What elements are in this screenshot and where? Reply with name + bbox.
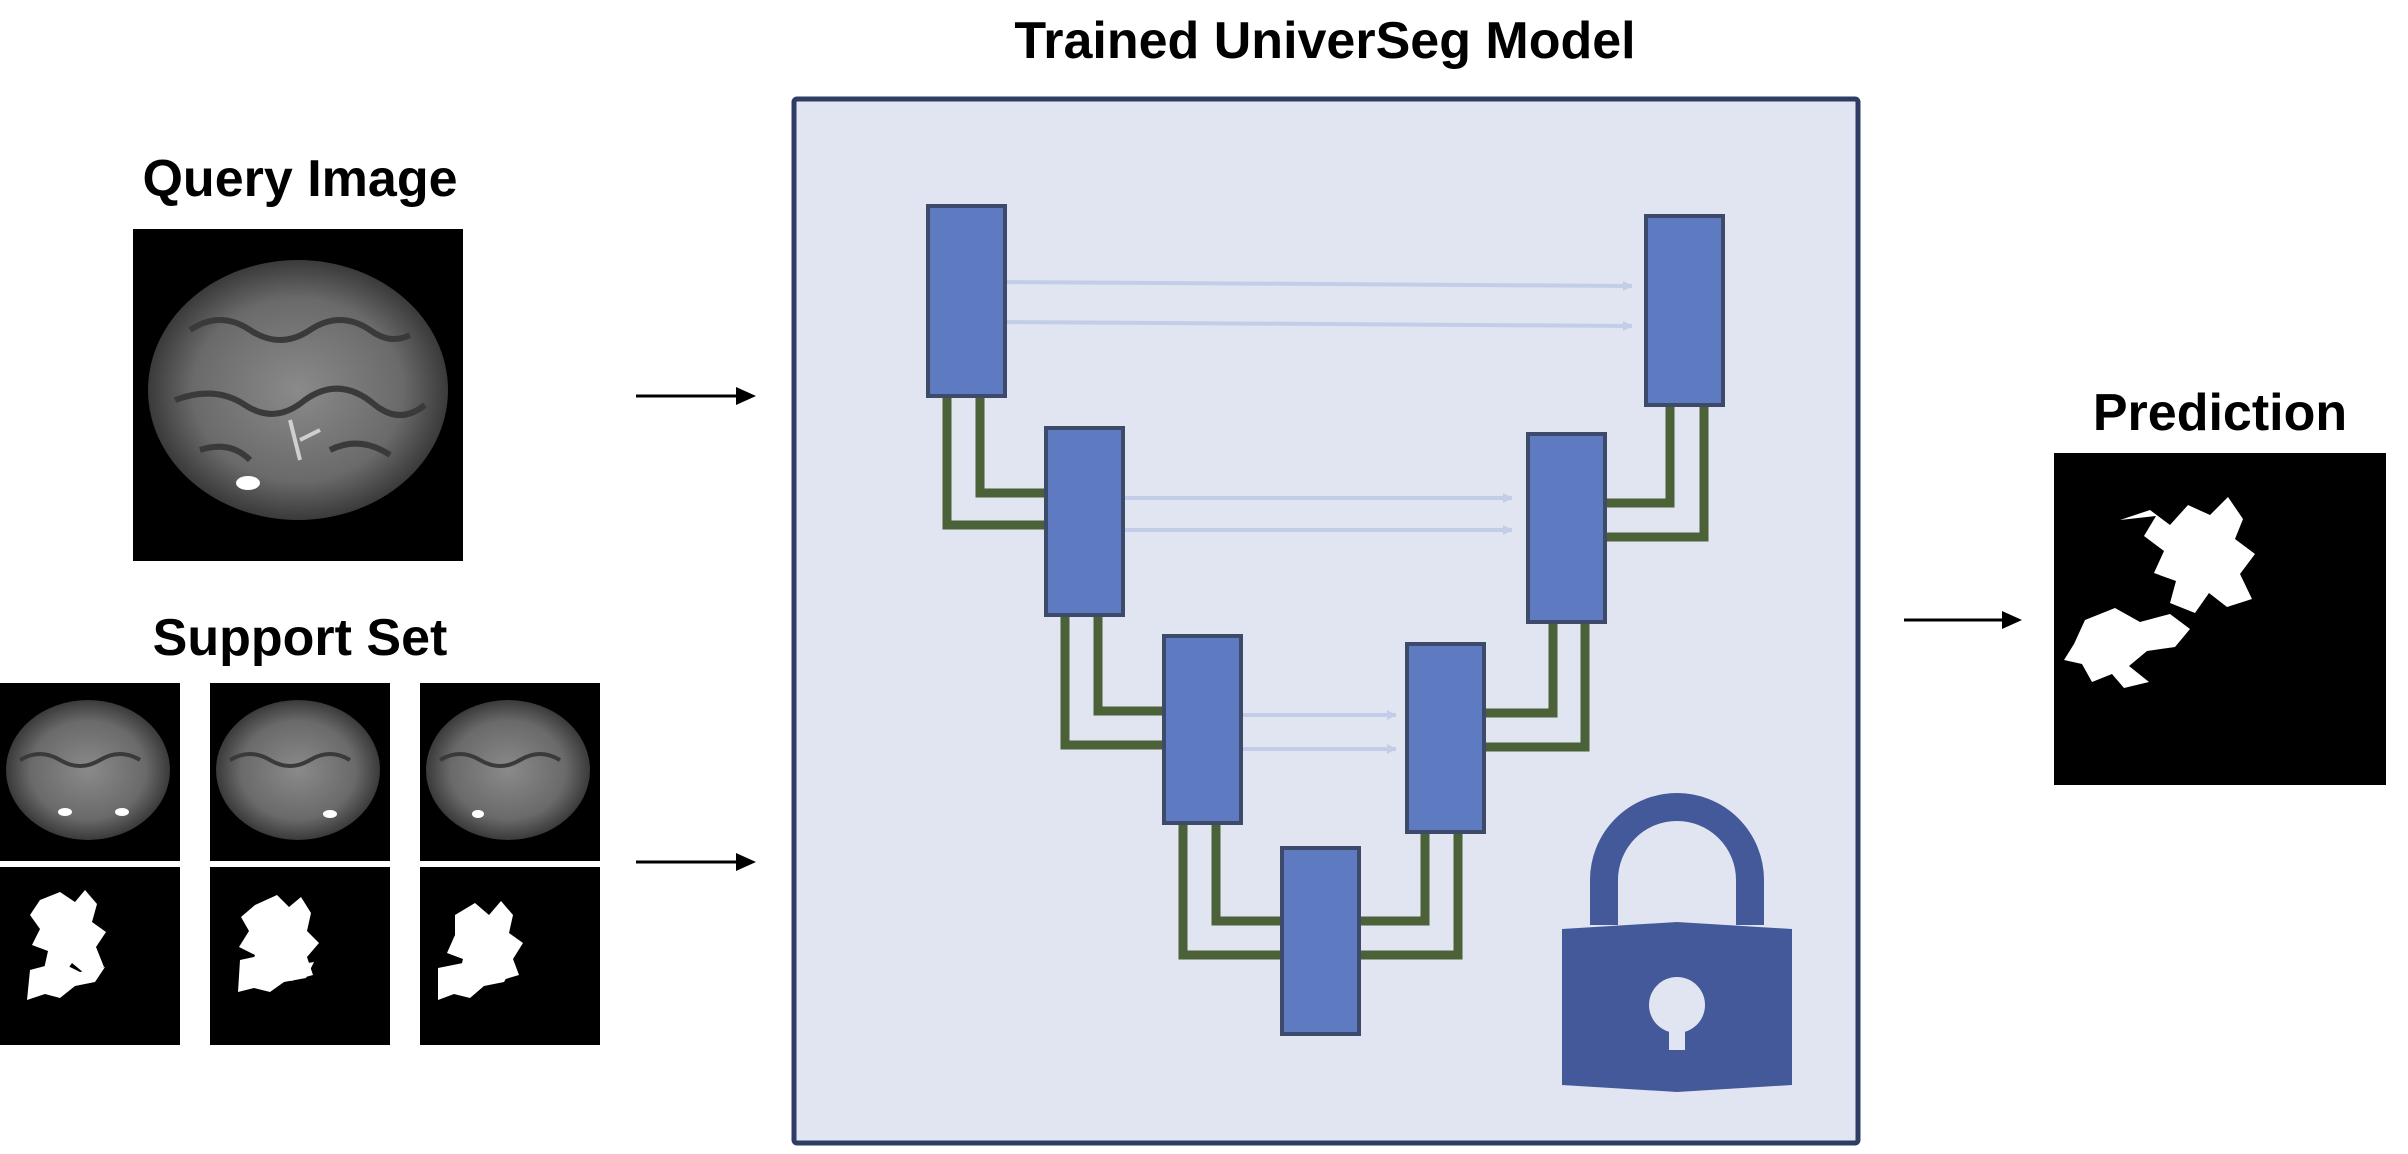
support-mask-1: [0, 867, 180, 1045]
right-arrow-icon: [1904, 611, 2022, 629]
encoder-block-3: [1162, 634, 1243, 825]
unet-connectors: [942, 395, 1709, 960]
decoder-block-3: [1405, 642, 1486, 834]
decoder-block-2: [1526, 432, 1607, 624]
right-arrow-icon: [636, 853, 756, 871]
support-set: [0, 683, 600, 1045]
right-arrow-icon: [636, 387, 756, 405]
query-image: [133, 229, 463, 561]
support-mask-3: [420, 867, 600, 1045]
support-image-1: [0, 683, 180, 861]
lock-icon: [1562, 793, 1792, 1092]
prediction-mask: [2054, 453, 2386, 785]
unet-blocks: [926, 204, 1725, 1036]
model-title: Trained UniverSeg Model: [1014, 12, 1635, 70]
prediction-label: Prediction: [2093, 384, 2347, 442]
encoder-block-1: [926, 204, 1007, 398]
support-set-label: Support Set: [153, 609, 448, 667]
support-mask-2: [210, 867, 390, 1045]
support-image-2: [210, 683, 390, 861]
bottleneck-block: [1280, 846, 1361, 1036]
query-image-label: Query Image: [142, 150, 457, 208]
decoder-block-1: [1644, 214, 1725, 407]
encoder-block-2: [1044, 426, 1125, 617]
support-image-3: [420, 683, 600, 861]
skip-connections: [1005, 280, 1633, 754]
